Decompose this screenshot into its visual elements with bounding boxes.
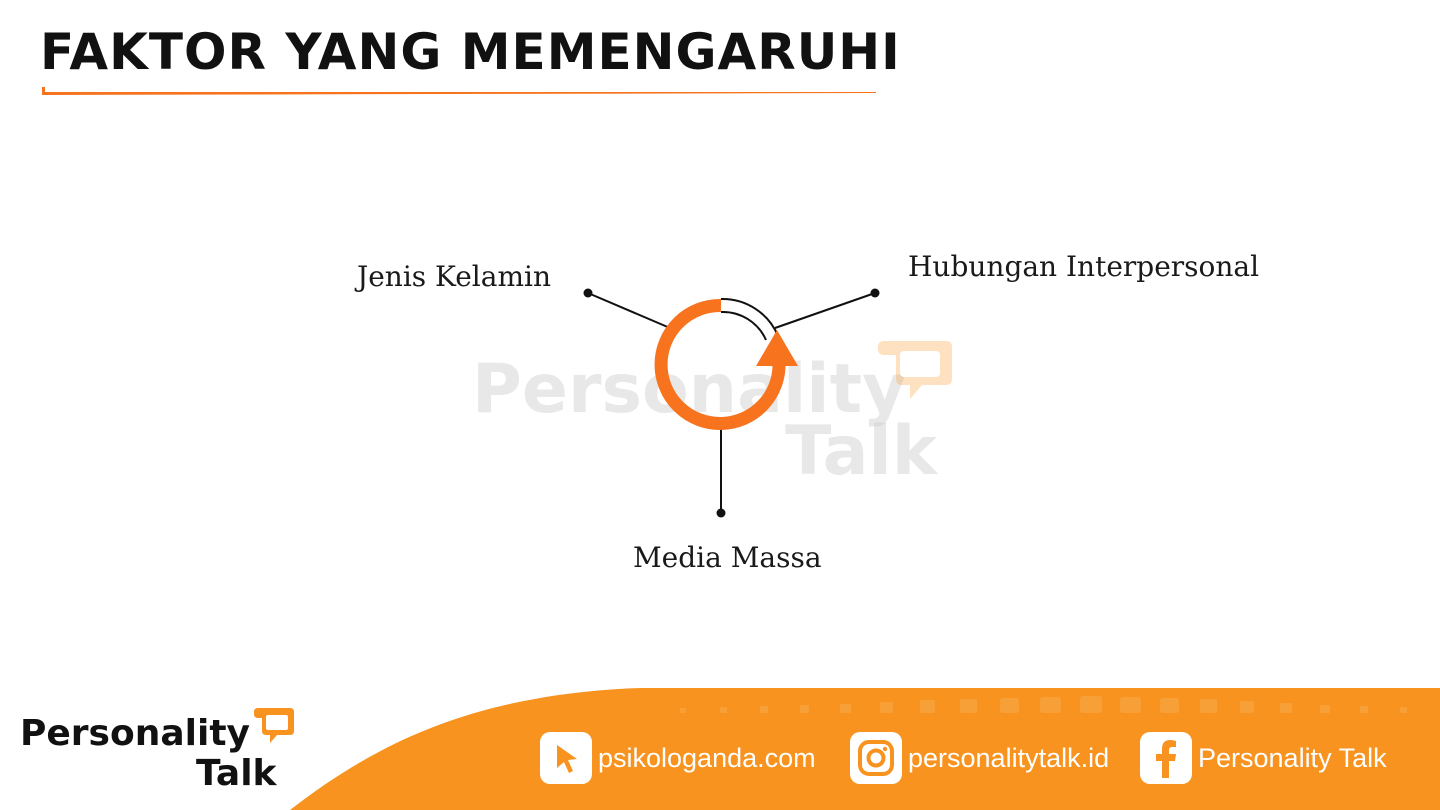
logo-text-line2: Talk [196, 753, 277, 794]
facebook-link[interactable]: Personality Talk [1140, 730, 1387, 786]
connector-hubungan-interpersonal [774, 288, 880, 329]
facebook-icon [1140, 732, 1192, 784]
personality-talk-logo: Personality Talk [20, 705, 320, 800]
website-link-text: psikologanda.com [598, 742, 816, 773]
factor-label-jenis-kelamin: Jenis Kelamin [357, 260, 551, 293]
watermark-chat-icon [878, 341, 952, 399]
logo-text-line1: Personality [20, 713, 250, 754]
connector-jenis-kelamin [583, 288, 671, 329]
cycle-arrow-icon [654, 297, 798, 430]
instagram-icon [850, 732, 902, 784]
cursor-icon [540, 732, 592, 784]
connector-media-massa [716, 425, 726, 518]
page-title: FAKTOR YANG MEMENGARUHI [40, 23, 901, 81]
instagram-link-text: personalitytalk.id [908, 742, 1110, 773]
facebook-link-text: Personality Talk [1198, 742, 1387, 773]
watermark-text-line2: Talk [785, 412, 938, 491]
factor-label-media-massa: Media Massa [633, 541, 822, 574]
chat-bubble-icon [254, 708, 294, 743]
website-link[interactable]: psikologanda.com [540, 730, 816, 786]
instagram-link[interactable]: personalitytalk.id [850, 730, 1109, 786]
title-underline [42, 87, 876, 95]
factor-label-hubungan-interpersonal: Hubungan Interpersonal [908, 250, 1260, 283]
